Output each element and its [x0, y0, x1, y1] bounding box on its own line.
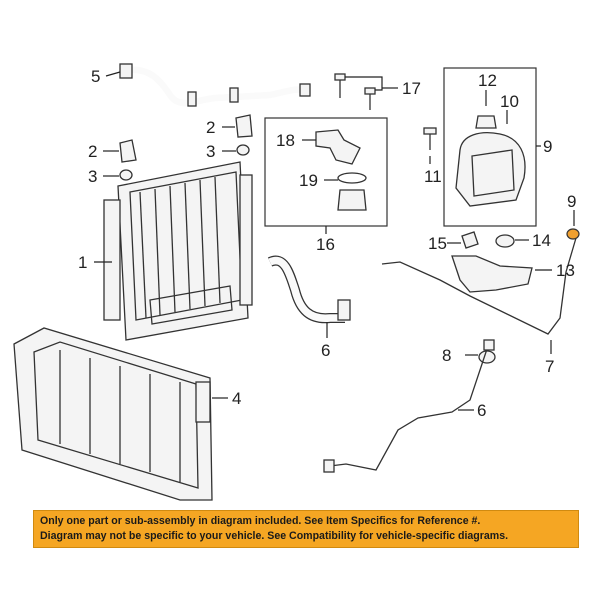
isolator-part-3-right [236, 144, 250, 156]
condenser-part-4 [13, 327, 213, 501]
bracket-part-15 [451, 255, 533, 293]
callout-9-label: 9 [567, 192, 576, 211]
hose-part-8 [323, 339, 495, 473]
bolt-part-19 [334, 73, 376, 110]
callout-3-left: 3 [88, 167, 97, 186]
upper-hose-part-5 [119, 63, 311, 107]
callout-18: 16 [316, 235, 335, 254]
callout-12: 10 [500, 92, 519, 111]
lower-hose-part-6 [267, 255, 351, 324]
callout-14: 12 [478, 71, 497, 90]
bolt-part-13 [423, 127, 437, 150]
radiator-part-1 [103, 161, 253, 341]
callout-17: 15 [428, 234, 447, 253]
isolator-part-3-left [119, 169, 133, 181]
callout-13: 11 [424, 167, 442, 186]
callout-7: 7 [545, 357, 554, 376]
callout-4: 4 [232, 389, 241, 408]
disclaimer-line-2: Diagram may not be specific to your vehi… [40, 530, 509, 542]
outlet-part-20 [315, 129, 361, 165]
bracket-part-2-left [119, 139, 137, 163]
callout-1: 1 [78, 253, 87, 272]
grommet-part-10 [478, 350, 496, 364]
cap-part-14 [475, 115, 497, 129]
callout-15: 13 [556, 261, 575, 280]
clamp-part-9-highlighted [566, 228, 580, 240]
callout-21: 19 [299, 171, 318, 190]
bracket-part-2-right [235, 114, 253, 138]
fitting-part-17 [461, 231, 479, 249]
callout-5: 5 [91, 67, 100, 86]
callout-11: 9 [543, 137, 552, 156]
grommet-part-16 [495, 234, 515, 248]
callout-19: 17 [402, 79, 421, 98]
thermostat-part-21 [337, 172, 367, 211]
callout-20: 18 [276, 131, 295, 150]
disclaimer-line-1: Only one part or sub-assembly in diagram… [40, 515, 481, 527]
callout-6: 6 [321, 341, 330, 360]
overflow-hose-part-7 [381, 237, 577, 335]
callout-16: 14 [532, 231, 551, 250]
callout-3-right: 3 [206, 142, 215, 161]
callout-10: 8 [442, 346, 451, 365]
callout-2-right: 2 [206, 118, 215, 137]
disclaimer-banner: Only one part or sub-assembly in diagram… [33, 510, 579, 548]
assembly-box-11 [443, 67, 537, 227]
callout-2-left: 2 [88, 142, 97, 161]
reservoir-part-12 [455, 132, 526, 207]
